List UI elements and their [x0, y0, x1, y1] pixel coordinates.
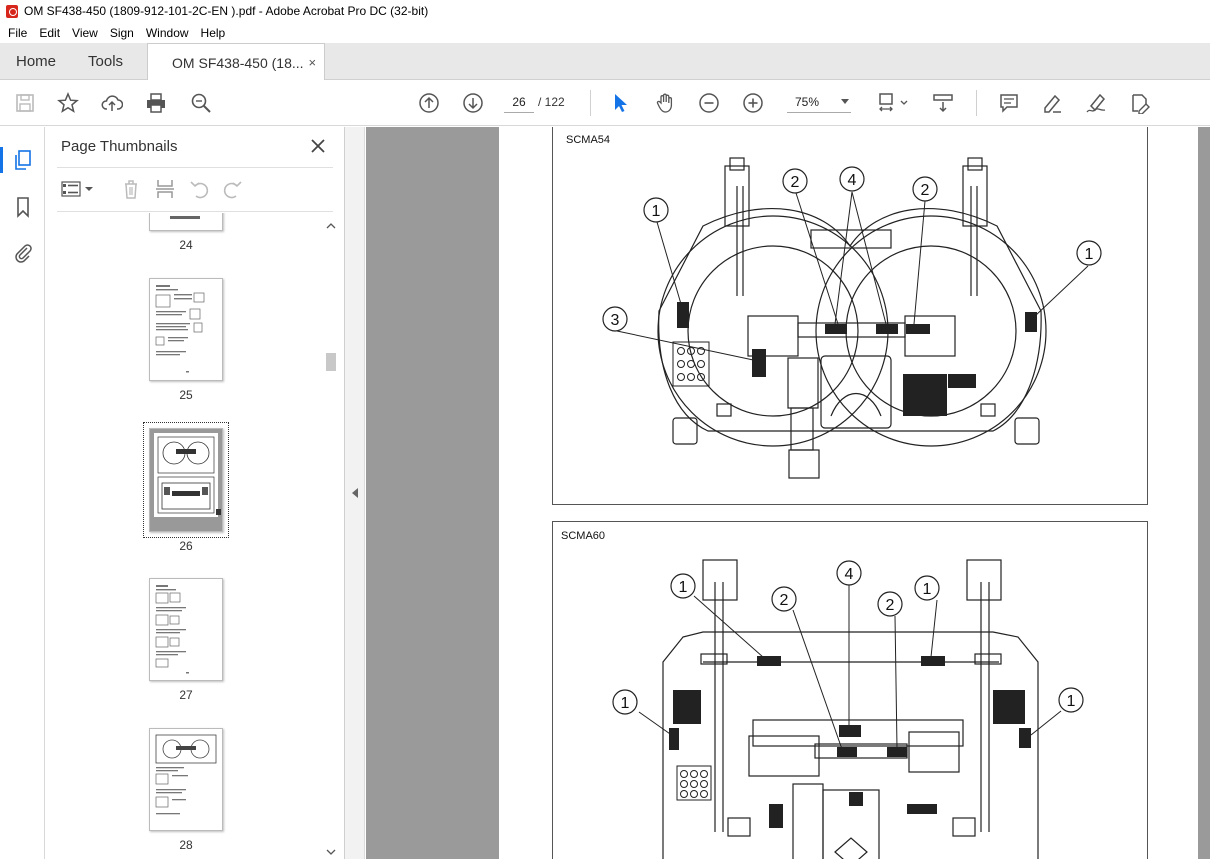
page-number-input[interactable]: 26	[504, 91, 534, 113]
rotate-left-icon[interactable]	[187, 177, 211, 201]
callout: 3	[611, 312, 620, 329]
extract-pages-icon[interactable]	[153, 177, 177, 201]
scrollbar-thumb[interactable]	[326, 353, 336, 371]
divider	[57, 211, 333, 212]
page-total: / 122	[538, 95, 565, 109]
thumbnail-page-number: 28	[179, 838, 193, 852]
tab-home[interactable]: Home	[16, 52, 57, 70]
page-thumbnail[interactable]	[149, 578, 223, 681]
acrobat-app-icon	[6, 4, 18, 18]
delete-page-icon[interactable]	[119, 177, 143, 201]
menu-view[interactable]: View	[72, 25, 98, 40]
upload-cloud-icon[interactable]	[99, 90, 125, 116]
thumbnail-scrollbar[interactable]	[324, 219, 338, 859]
callout: 2	[921, 182, 930, 199]
bookmark-icon[interactable]	[10, 194, 36, 220]
scroll-mode-icon[interactable]	[930, 90, 956, 116]
tab-tools[interactable]: Tools	[88, 52, 124, 70]
thumbnail-page-number: 24	[179, 238, 193, 252]
main-toolbar: 26 / 122 75%	[0, 80, 1210, 126]
window-title: OM SF438-450 (1809-912-101-2C-EN ).pdf -…	[24, 4, 429, 18]
options-menu-icon[interactable]	[61, 177, 97, 201]
toolbar-divider	[590, 90, 591, 116]
figure-label: SCMA54	[566, 134, 611, 146]
callout: 1	[621, 695, 630, 712]
star-icon[interactable]	[55, 90, 81, 116]
page-thumbnail[interactable]	[149, 728, 223, 831]
callout: 2	[886, 597, 895, 614]
collapse-arrow-icon	[352, 488, 358, 498]
zoom-out-icon[interactable]	[696, 90, 722, 116]
callout: 2	[791, 174, 800, 191]
zoom-level-dropdown[interactable]: 75%	[787, 91, 851, 113]
selected-thumbnail-frame	[143, 422, 229, 538]
menu-file[interactable]: File	[8, 25, 28, 40]
callout: 1	[652, 203, 661, 220]
callout: 1	[1085, 246, 1094, 263]
toolbar-divider	[976, 90, 977, 116]
sign-pen-icon[interactable]	[1083, 90, 1109, 116]
thumbnail-page-number: 25	[179, 388, 193, 402]
previous-page-icon[interactable]	[416, 90, 442, 116]
zoom-in-icon[interactable]	[740, 90, 766, 116]
page-thumbnail-selected[interactable]	[149, 428, 223, 532]
callout: 1	[679, 579, 688, 596]
callout-markers: 1 2 4 2 1 1 1	[612, 560, 1084, 715]
hand-pan-icon[interactable]	[652, 90, 678, 116]
comment-icon[interactable]	[996, 90, 1022, 116]
menu-sign[interactable]: Sign	[109, 25, 134, 40]
thumbnail-list: 24 25	[45, 213, 323, 859]
save-icon[interactable]	[12, 90, 38, 116]
menu-window[interactable]: Window	[145, 25, 189, 40]
callout: 1	[1067, 693, 1076, 710]
pdf-page: SCMA54	[499, 127, 1198, 859]
menu-bar: File Edit View Sign Window Help	[0, 22, 1210, 43]
zoom-level-value: 75%	[795, 95, 820, 109]
thumbnail-page-number: 27	[179, 688, 193, 702]
divider	[57, 167, 333, 168]
select-cursor-icon[interactable]	[607, 90, 633, 116]
next-page-icon[interactable]	[460, 90, 486, 116]
page-fit-icon[interactable]	[876, 90, 912, 116]
callout: 4	[845, 566, 854, 583]
document-tab-label: OM SF438-450 (18...	[172, 54, 304, 71]
zoom-search-icon[interactable]	[188, 90, 214, 116]
navigation-rail	[0, 127, 45, 859]
page-thumbnails-icon[interactable]	[0, 147, 36, 173]
chevron-down-icon	[841, 99, 849, 104]
callout: 4	[848, 172, 857, 189]
callout: 1	[923, 581, 932, 598]
thumbnail-page-number: 26	[179, 539, 193, 553]
title-bar: OM SF438-450 (1809-912-101-2C-EN ).pdf -…	[0, 0, 1210, 22]
figure-label: SCMA60	[561, 530, 606, 542]
print-icon[interactable]	[143, 90, 169, 116]
rotate-right-icon[interactable]	[221, 177, 245, 201]
panel-title: Page Thumbnails	[61, 138, 178, 155]
callout-markers: 1 2 4 2 1 3	[602, 166, 1102, 332]
attachment-paperclip-icon[interactable]	[10, 239, 36, 265]
document-view[interactable]: SCMA54	[366, 127, 1210, 859]
tab-document[interactable]: OM SF438-450 (18... ×	[147, 43, 326, 81]
page-thumbnail[interactable]	[149, 213, 223, 231]
menu-help[interactable]: Help	[200, 25, 226, 40]
edit-document-icon[interactable]	[1127, 90, 1153, 116]
panel-collapse-handle[interactable]	[345, 127, 365, 859]
menu-edit[interactable]: Edit	[39, 25, 61, 40]
page-thumbnail[interactable]	[149, 278, 223, 381]
close-panel-icon[interactable]	[309, 137, 327, 155]
page-thumbnails-panel: Page Thumbnails 24	[45, 127, 345, 859]
highlight-pen-icon[interactable]	[1039, 90, 1065, 116]
close-tab-icon[interactable]: ×	[308, 55, 317, 70]
tab-bar: Home Tools OM SF438-450 (18... ×	[0, 43, 1210, 81]
figure-scma60: SCMA60	[552, 521, 1148, 859]
callout: 2	[780, 592, 789, 609]
figure-scma54: SCMA54	[552, 127, 1148, 505]
